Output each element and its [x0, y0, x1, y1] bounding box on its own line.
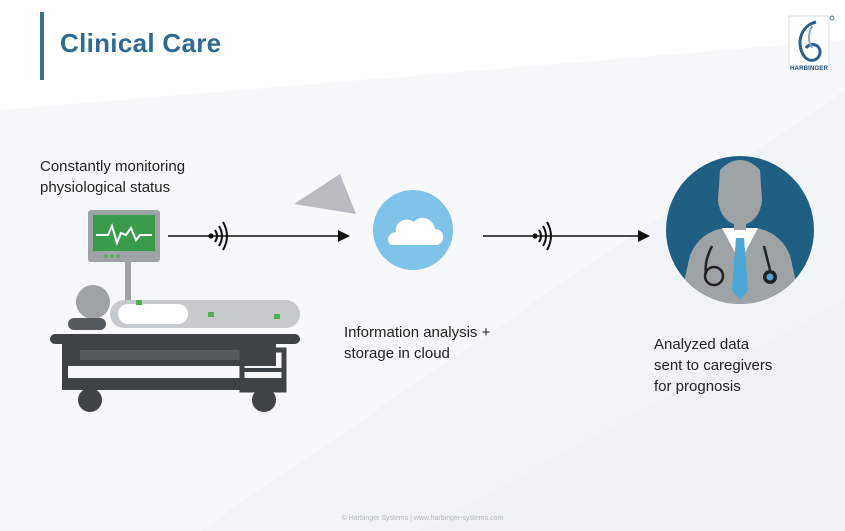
- caption-caregivers: Analyzed data sent to caregivers for pro…: [654, 336, 773, 395]
- harbinger-logo: [788, 15, 835, 67]
- caption-monitoring: Constantly monitoring physiological stat…: [40, 158, 186, 196]
- cloud-icon: [373, 190, 453, 270]
- page-title: Clinical Care: [60, 28, 222, 58]
- monitor-icon: [88, 210, 160, 310]
- signal-arrow-1: [168, 221, 350, 251]
- decorative-triangle: [294, 174, 356, 214]
- logo-text: HARBINGER: [790, 66, 829, 72]
- caption-cloud: Information analysis + storage in cloud: [344, 324, 491, 362]
- signal-arrow-2: [483, 221, 650, 251]
- patient-bed-icon: [50, 285, 300, 412]
- doctor-icon: [666, 156, 814, 304]
- footer: © Harbinger Systems | www.harbinger-syst…: [341, 515, 504, 522]
- title-accent-bar: [40, 12, 44, 80]
